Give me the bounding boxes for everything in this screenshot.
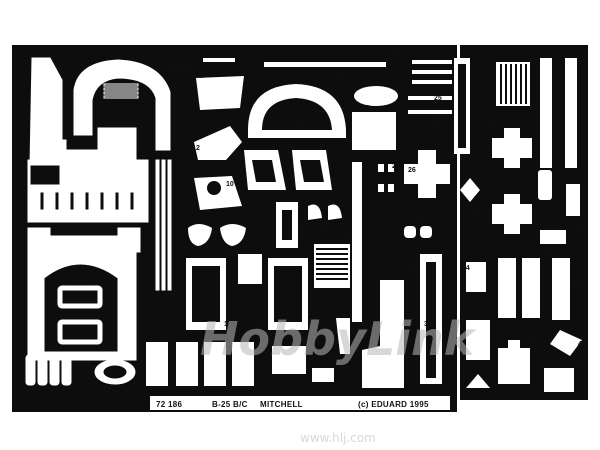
part-label: 46	[574, 223, 582, 230]
part-label: 32	[354, 381, 362, 388]
part-label: 8	[200, 73, 204, 80]
part-label: 2	[196, 145, 200, 152]
part-label: 22	[338, 73, 346, 80]
part-label: 19	[298, 231, 306, 238]
part-label: 29	[416, 219, 424, 226]
part-label: 30	[406, 265, 414, 272]
model-name: MITCHELL	[260, 400, 303, 409]
part-label: 15	[328, 357, 336, 364]
cockpit-parts-center	[146, 58, 398, 386]
model-designation: B-25 B/C	[212, 400, 248, 409]
part-label: 14	[166, 333, 174, 340]
part-label: 39	[546, 251, 554, 258]
part-label: 38	[546, 223, 554, 230]
part-label: 47	[578, 59, 586, 66]
part-label: 13	[256, 321, 264, 328]
part-label: 4	[78, 277, 82, 284]
small-parts-far-right	[460, 58, 582, 392]
part-label: 35	[470, 211, 478, 218]
part-label: 31	[424, 321, 432, 328]
fret-caption: 72 186 B-25 B/C MITCHELL (c) EDUARD 1995	[150, 396, 450, 410]
part-label: 41	[508, 253, 516, 260]
part-label: 25	[434, 95, 442, 102]
part-label: 7	[152, 123, 156, 130]
part-label: 3	[200, 217, 204, 224]
part-label: 17	[342, 235, 350, 242]
part-label: 1	[108, 385, 112, 392]
part-label: 21	[294, 121, 302, 128]
part-label: 10	[226, 181, 234, 188]
part-number-labels: 1 2 3 4 5 6 7 8 9 10 11 12 13 14 15 16 1…	[78, 49, 586, 392]
watermark-logo: HobbyLink	[200, 312, 477, 366]
catalog-number: 72 186	[156, 400, 183, 409]
part-label: 12	[226, 251, 234, 258]
part-label: 28	[434, 119, 442, 126]
part-label: 11	[224, 321, 232, 328]
part-label: 40	[530, 253, 538, 260]
part-label: 33	[462, 375, 470, 382]
part-label: 6	[170, 291, 174, 298]
part-label: 42	[530, 339, 538, 346]
part-label: 9	[198, 163, 202, 170]
part-label: 26	[408, 167, 416, 174]
fret-marking: M 45	[172, 67, 188, 74]
part-label: 34	[462, 265, 470, 272]
part-label: 16	[334, 313, 342, 320]
copyright-text: (c) EDUARD 1995	[358, 400, 429, 409]
cockpit-parts-left	[25, 57, 172, 386]
part-label: 45	[574, 279, 582, 286]
part-label: 44	[578, 341, 586, 348]
part-label: 37	[540, 51, 548, 58]
watermark-url: www.hlj.com	[300, 431, 376, 445]
part-label: 43	[576, 365, 584, 372]
watermark: HobbyLink www.hlj.com	[200, 312, 477, 445]
part-label: 5	[156, 291, 160, 298]
part-label: 18	[322, 223, 330, 230]
part-label: 23	[362, 105, 370, 112]
part-label: 24	[394, 49, 402, 56]
part-label: 20	[284, 149, 292, 156]
part-label: 36	[490, 119, 498, 126]
cockpit-parts-right	[362, 58, 470, 388]
part-label: 27	[392, 163, 400, 170]
